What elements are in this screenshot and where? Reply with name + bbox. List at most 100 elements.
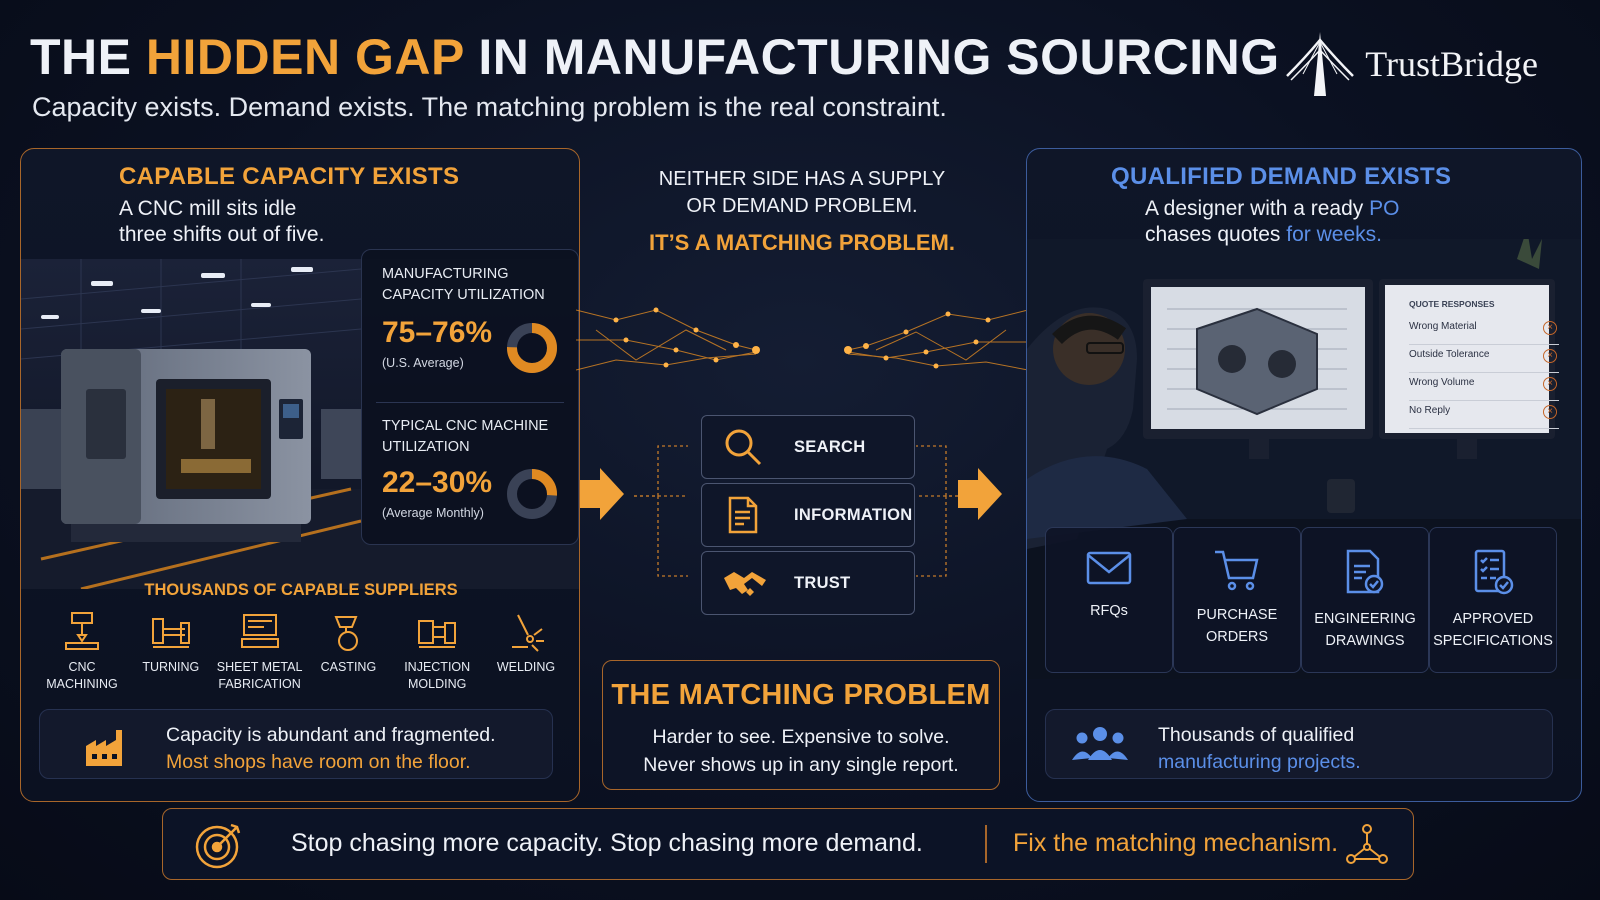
information-button[interactable]: INFORMATION <box>701 483 915 547</box>
information-button-label: INFORMATION <box>794 505 913 524</box>
supplier-label-line-1: CNC <box>68 660 96 674</box>
document-icon <box>728 496 758 534</box>
reject-icon: × <box>1543 349 1557 363</box>
demand-desc-line-1: A designer with a ready PO <box>1145 195 1399 222</box>
center-headline: IT’S A MATCHING PROBLEM. <box>649 230 955 255</box>
demand-label-line-1: APPROVED <box>1452 611 1534 627</box>
demand-heading: QUALIFIED DEMAND EXISTS <box>1111 163 1452 190</box>
demand-card-rfqs: RFQs <box>1045 527 1173 673</box>
banner-main-text: Stop chasing more capacity. Stop chasing… <box>291 829 923 857</box>
stat1-note: (U.S. Average) <box>382 356 464 370</box>
demand-desc-d: for weeks. <box>1286 223 1382 246</box>
search-button[interactable]: SEARCH <box>701 415 915 479</box>
title-part-1: THE <box>30 29 146 85</box>
supplier-label-line-1: TURNING <box>142 660 200 674</box>
capacity-note: Capacity is abundant and fragmented. Mos… <box>166 722 496 776</box>
demand-desc-line-2: chases quotes for weeks. <box>1145 221 1382 248</box>
reject-icon: × <box>1543 377 1557 391</box>
factory-icon <box>86 730 122 766</box>
supplier-label-line-2: FABRICATION <box>218 677 301 691</box>
page-title: THE HIDDEN GAP IN MANUFACTURING SOURCING <box>30 28 1280 86</box>
quote-response-row: Wrong Material × <box>1409 321 1559 345</box>
matching-problem-title: THE MATCHING PROBLEM <box>611 679 991 711</box>
supplier-label-line-2: MOLDING <box>408 677 467 691</box>
supplier-injection-molding: INJECTION MOLDING <box>394 609 480 693</box>
quote-response-text: No Reply <box>1409 405 1451 416</box>
stat2-label-line-2: UTILIZATION <box>382 439 470 455</box>
stat1-label-line-1: MANUFACTURING <box>382 266 509 282</box>
handshake-icon <box>724 572 766 596</box>
stat1-donut-chart <box>507 323 557 373</box>
capacity-desc-line-2: three shifts out of five. <box>119 223 325 246</box>
capacity-note-line-2: Most shops have room on the floor. <box>166 751 471 773</box>
supplier-label-line-1: INJECTION <box>404 660 471 674</box>
demand-card-purchase-orders: PURCHASE ORDERS <box>1173 527 1301 673</box>
search-icon <box>725 429 762 466</box>
capacity-heading: CAPABLE CAPACITY EXISTS <box>119 163 460 190</box>
matching-problem-line-1: Harder to see. Expensive to solve. <box>652 726 950 748</box>
stat2-value: 22–30% <box>382 466 493 499</box>
matching-problem-desc: Harder to see. Expensive to solve. Never… <box>603 723 999 779</box>
turning-icon <box>151 618 190 648</box>
quote-response-text: Wrong Material <box>1409 321 1477 332</box>
capacity-note-line-1: Capacity is abundant and fragmented. <box>166 724 496 746</box>
banner-divider <box>985 825 987 863</box>
title-highlight: HIDDEN GAP <box>145 29 464 85</box>
demand-note-box: Thousands of qualified manufacturing pro… <box>1045 709 1553 779</box>
stat-divider <box>376 402 564 403</box>
bottom-banner: Stop chasing more capacity. Stop chasing… <box>162 808 1414 880</box>
matching-problem-line-2: Never shows up in any single report. <box>643 754 959 776</box>
supplier-turning: TURNING <box>128 609 214 693</box>
quote-response-text: Outside Tolerance <box>1409 349 1490 360</box>
demand-desc-a: A designer with a ready <box>1145 197 1370 220</box>
trustbridge-logo: TrustBridge <box>1285 30 1538 98</box>
cnc-machining-icon <box>65 612 99 650</box>
demand-label-line-1: PURCHASE <box>1196 607 1278 623</box>
title-part-2: IN MANUFACTURING SOURCING <box>463 29 1280 85</box>
suppliers-heading: THOUSANDS OF CAPABLE SUPPLIERS <box>144 581 458 599</box>
demand-card-engineering-drawings: ENGINEERING DRAWINGS <box>1301 527 1429 673</box>
demand-label-line-2: SPECIFICATIONS <box>1433 633 1553 649</box>
quote-response-row: Outside Tolerance × <box>1409 349 1559 373</box>
capacity-note-box: Capacity is abundant and fragmented. Mos… <box>39 709 553 779</box>
reject-icon: × <box>1543 321 1557 335</box>
trust-button[interactable]: TRUST <box>701 551 915 615</box>
demand-label-line-1: ENGINEERING <box>1314 611 1416 627</box>
stat2-donut-chart <box>507 469 557 519</box>
page-subtitle: Capacity exists. Demand exists. The matc… <box>32 92 947 122</box>
welding-icon <box>511 614 544 652</box>
supplier-welding: WELDING <box>483 609 569 693</box>
supplier-casting: CASTING <box>305 609 391 693</box>
stat1-label-line-2: CAPACITY UTILIZATION <box>382 287 545 303</box>
bridge-logo-icon <box>1286 32 1355 96</box>
utilization-stats-card: MANUFACTURING CAPACITY UTILIZATION 75–76… <box>361 249 579 545</box>
stat2-note: (Average Monthly) <box>382 506 484 520</box>
stat2-label-line-1: TYPICAL CNC MACHINE <box>382 418 549 434</box>
demand-note-line-2: manufacturing projects. <box>1158 751 1361 773</box>
demand-note: Thousands of qualified manufacturing pro… <box>1158 722 1361 776</box>
quote-responses-heading: QUOTE RESPONSES <box>1409 299 1495 309</box>
supplier-label-line-1: CASTING <box>320 660 377 674</box>
quote-response-row: No Reply× <box>1409 405 1559 429</box>
matching-problem-box: THE MATCHING PROBLEM Harder to see. Expe… <box>602 660 1000 790</box>
demand-types-row: RFQs PURCHASE ORDERS ENGINEERING DRAWING… <box>1045 527 1557 673</box>
demand-card-approved-specifications: APPROVED SPECIFICATIONS <box>1429 527 1557 673</box>
capacity-panel: CAPABLE CAPACITY EXISTS A CNC mill sits … <box>20 148 580 802</box>
demand-label-line-2: ORDERS <box>1205 629 1269 645</box>
supplier-types-row: CNC MACHINING TURNING SHEET METAL FABRIC… <box>39 609 569 693</box>
sheet-metal-icon <box>240 614 279 648</box>
supplier-sheet-metal: SHEET METAL FABRICATION <box>217 609 303 693</box>
supplier-cnc-machining: CNC MACHINING <box>39 609 125 693</box>
supplier-label-line-1: WELDING <box>496 660 556 674</box>
demand-label-line-1: RFQs <box>1090 603 1128 619</box>
trust-button-label: TRUST <box>794 573 851 592</box>
capacity-desc-line-1: A CNC mill sits idle <box>119 197 297 220</box>
supplier-label-line-2: MACHINING <box>46 677 118 691</box>
demand-label-line-2: DRAWINGS <box>1325 633 1405 649</box>
quote-response-text: Wrong Volume <box>1409 377 1475 388</box>
injection-molding-icon <box>418 620 457 648</box>
drawing-icon <box>1346 549 1384 594</box>
demand-desc-c: chases quotes <box>1145 223 1287 246</box>
demand-panel: QUALIFIED DEMAND EXISTS A designer with … <box>1026 148 1582 802</box>
target-icon <box>195 823 241 869</box>
